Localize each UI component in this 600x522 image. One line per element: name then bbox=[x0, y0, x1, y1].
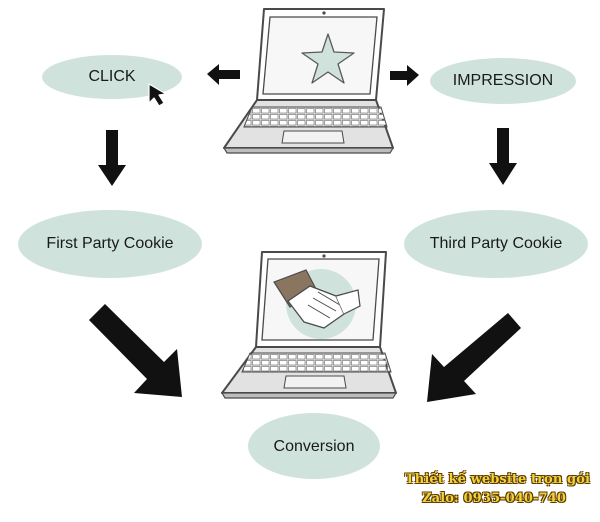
click-label: CLICK bbox=[88, 68, 136, 85]
arrow-third-party-to-conversion bbox=[427, 313, 521, 402]
first-party-node bbox=[18, 210, 202, 278]
first-party-label: First Party Cookie bbox=[46, 235, 174, 252]
third-party-label: Third Party Cookie bbox=[429, 235, 563, 252]
third-party-node bbox=[404, 210, 588, 278]
impression-node bbox=[430, 58, 576, 104]
conversion-label: Conversion bbox=[273, 438, 355, 455]
laptop-handshake-icon bbox=[220, 251, 398, 399]
arrow-first-party-to-conversion bbox=[89, 304, 182, 397]
arrow-click-to-first-party bbox=[98, 130, 126, 186]
watermark-line-1: Thiết kế website trọn gói bbox=[405, 472, 590, 487]
laptop-star-icon bbox=[222, 8, 395, 154]
mouse-cursor-icon bbox=[148, 83, 167, 107]
click-node bbox=[42, 55, 182, 99]
conversion-node bbox=[248, 413, 380, 479]
watermark-line-2: Zalo: 0935-040-740 bbox=[422, 491, 566, 506]
arrow-to-click bbox=[207, 64, 240, 85]
arrow-to-impression bbox=[390, 65, 419, 86]
arrow-impression-to-third-party bbox=[489, 128, 517, 185]
impression-label: IMPRESSION bbox=[452, 72, 554, 89]
